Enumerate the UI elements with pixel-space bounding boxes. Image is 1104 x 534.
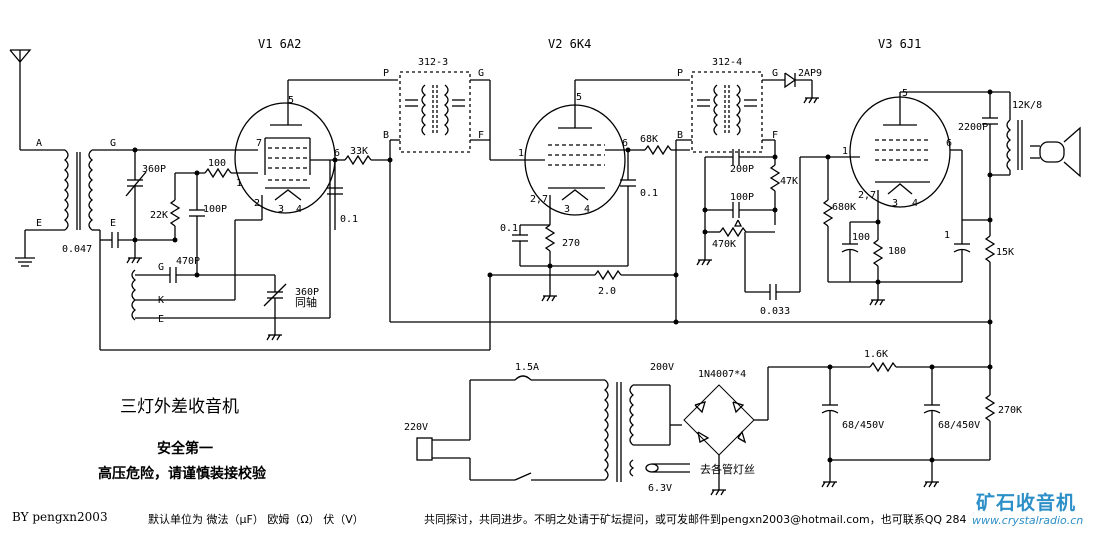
label-r16k: 1.6K [864, 349, 888, 360]
v1-pin3: 3 [278, 204, 284, 215]
label-r47k: 47K [780, 176, 798, 187]
v1-pin6: 6 [334, 148, 340, 159]
label-if2-p: P [677, 68, 683, 79]
label-c01-v1: 0.1 [340, 214, 358, 225]
label-c200p: 200P [730, 164, 754, 175]
if1-transformer [399, 71, 471, 153]
antenna-coil-secondary [88, 149, 94, 231]
label-c360-osc: 360P [295, 287, 319, 298]
v3-pin3: 3 [892, 198, 898, 209]
label-c100-v3: 100 [852, 232, 870, 243]
v2-pin27: 2,7 [530, 194, 548, 205]
label-if1-p: P [383, 68, 389, 79]
brand-logo: 矿石收音机 [976, 492, 1077, 514]
v1-pin7: 7 [256, 138, 262, 149]
v1-pin2: 2 [254, 198, 260, 209]
label-diode: 2AP9 [798, 68, 822, 79]
label-fuse: 1.5A [515, 362, 539, 373]
label-r680k: 680K [832, 202, 856, 213]
label-r100: 100 [208, 158, 226, 169]
v3-pin4: 4 [912, 198, 918, 209]
footer-units: 默认单位为 微法（μF） 欧姆（Ω） 伏（V） [148, 513, 364, 526]
label-if2-b: B [677, 130, 683, 141]
v3-pin6: 6 [946, 138, 952, 149]
power-transformer [603, 379, 609, 481]
label-r2: 2.0 [598, 286, 616, 297]
label-output-xfmr: 12K/8 [1012, 100, 1042, 111]
label-osc-k: K [158, 295, 164, 306]
label-bridge: 1N4007*4 [698, 369, 746, 380]
footer-note: 共同探讨，共同进步。不明之处请于矿坛提问，或可发邮件到pengxn2003@ho… [424, 513, 967, 526]
v2-pin4: 4 [584, 204, 590, 215]
safety-line-2: 高压危险，请谨慎装接校验 [98, 466, 266, 482]
label-ant-e2: E [110, 218, 116, 229]
v3-pin1: 1 [842, 146, 848, 157]
label-r68k: 68K [640, 134, 658, 145]
v1-label: V1 6A2 [258, 37, 301, 51]
if2-transformer [691, 71, 763, 153]
label-c100p: 100P [203, 204, 227, 215]
v2-pin6: 6 [622, 138, 628, 149]
v3-pin27: 2,7 [858, 190, 876, 201]
speaker [1030, 126, 1081, 178]
antenna-coil-primary [63, 149, 69, 231]
osc-coil [131, 269, 137, 321]
label-if1-b: B [383, 130, 389, 141]
label-if2: 312-4 [712, 57, 742, 68]
footer-author: BY pengxn2003 [12, 510, 108, 524]
v3-pin5: 5 [902, 88, 908, 99]
brand-url: www.crystalradio.cn [972, 514, 1084, 527]
label-r270: 270 [562, 238, 580, 249]
v3-pin1b: 1 [944, 230, 950, 241]
label-heater-note: 去各管灯丝 [700, 462, 755, 476]
label-ant-g: G [110, 138, 116, 149]
label-pot470k: 470K [712, 239, 736, 250]
v2-label: V2 6K4 [548, 37, 591, 51]
label-if2-f: F [772, 130, 778, 141]
label-r270k: 270K [998, 405, 1022, 416]
label-r22k: 22K [150, 210, 168, 221]
label-heater: 6.3V [648, 483, 672, 494]
v1-pin4: 4 [296, 204, 302, 215]
label-c0047: 0.047 [62, 244, 92, 255]
label-ant-e1: E [36, 218, 42, 229]
label-osc-e: E [158, 314, 164, 325]
bridge-rectifier [683, 384, 755, 456]
label-if1: 312-3 [418, 57, 448, 68]
v2-pin3: 3 [564, 204, 570, 215]
label-r180: 180 [888, 246, 906, 257]
label-c100p-det: 100P [730, 192, 754, 203]
label-osc-g: G [158, 262, 164, 273]
label-sec200: 200V [650, 362, 674, 373]
label-ant-a: A [36, 138, 42, 149]
label-c0033: 0.033 [760, 306, 790, 317]
mains-plug [416, 437, 433, 461]
label-cap2: 68/450V [938, 420, 980, 431]
label-c01-v2: 0.1 [640, 188, 658, 199]
label-r15k: 15K [996, 247, 1014, 258]
label-if1-f: F [478, 130, 484, 141]
v1-pin5: 5 [288, 95, 294, 106]
antenna [9, 49, 65, 151]
label-c2200p: 2200P [958, 122, 988, 133]
output-transformer [1006, 119, 1012, 171]
label-if1-g: G [478, 68, 484, 79]
label-if2-g: G [772, 68, 778, 79]
v3-label: V3 6J1 [878, 37, 921, 51]
v2-pin1: 1 [518, 148, 524, 159]
label-v1-pin1: 1 [236, 178, 242, 189]
label-cap1: 68/450V [842, 420, 884, 431]
fuse [514, 375, 532, 381]
v2-pin5: 5 [576, 92, 582, 103]
label-c360: 360P [142, 164, 166, 175]
label-mains: 220V [404, 422, 428, 433]
label-c01-v2k: 0.1 [500, 223, 518, 234]
label-c470p: 470P [176, 256, 200, 267]
safety-line-1: 安全第一 [157, 441, 213, 457]
label-coaxial: 同轴 [295, 295, 317, 309]
label-r33k: 33K [350, 146, 368, 157]
diagram-title: 三灯外差收音机 [120, 397, 239, 417]
